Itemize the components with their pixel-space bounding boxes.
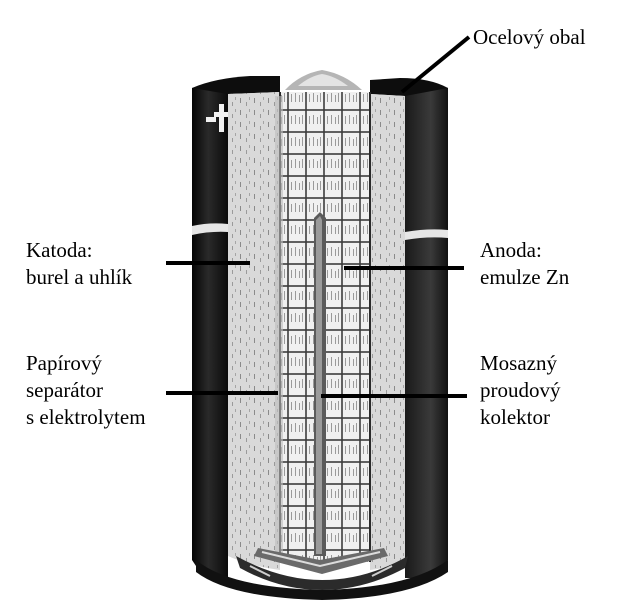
leader-steel-case [400, 35, 471, 94]
steel-case [192, 76, 448, 600]
bottom-seal [236, 548, 408, 590]
label-brass-collector: Mosazný proudový kolektor [480, 351, 561, 429]
cathode-layer [228, 92, 405, 570]
label-cathode: Katoda: burel a uhlík [26, 238, 133, 289]
label-steel-case: Ocelový obal [473, 25, 586, 49]
label-anode: Anoda: emulze Zn [480, 238, 570, 289]
label-paper-separator: Papírový separátor s elektrolytem [26, 351, 146, 429]
brass-current-collector [314, 212, 326, 556]
top-cap [285, 70, 362, 90]
plus-sign-icon [206, 104, 230, 132]
paper-separator [275, 96, 283, 560]
leader-lines [166, 35, 471, 398]
